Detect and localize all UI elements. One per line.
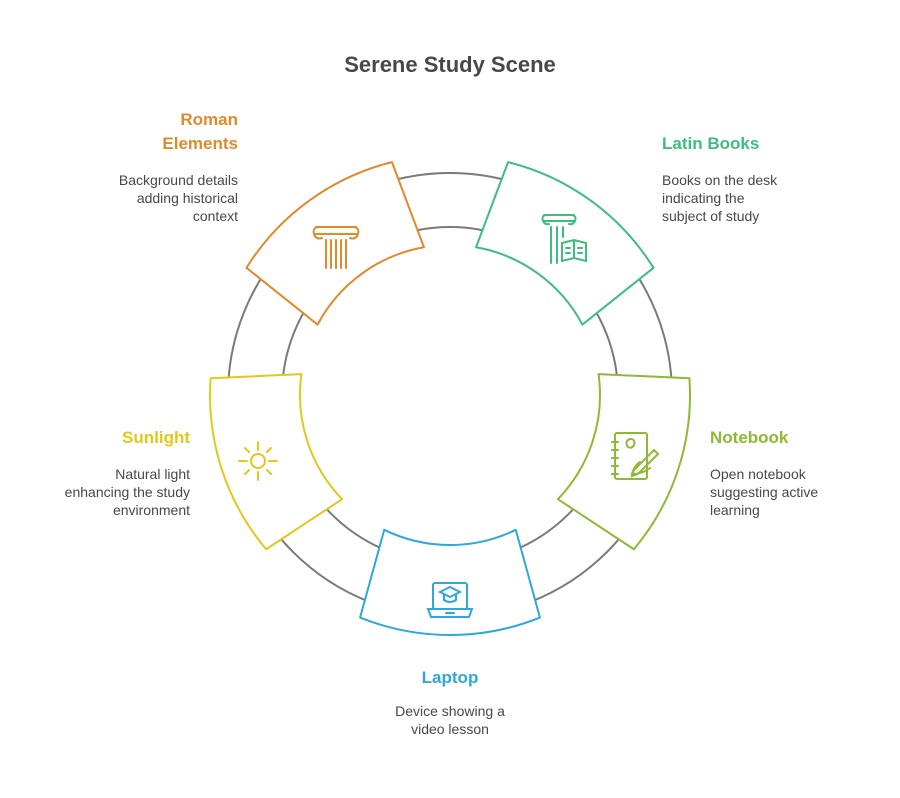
latin-books-label: Latin Books (662, 134, 760, 153)
column-book-icon (541, 214, 587, 264)
latin-books-description: Books on the desk indicating the subject… (662, 171, 862, 225)
ring-segments (209, 161, 691, 636)
laptop-description: Device showing a video lesson (350, 702, 550, 738)
desc-line: Background details (118, 172, 238, 188)
roman-elements-title-1: Roman (180, 110, 238, 129)
desc-line: Open notebook (710, 466, 806, 482)
column-icon (312, 226, 360, 269)
desc-line: context (192, 208, 238, 224)
sun-icon (238, 441, 278, 481)
desc-line: Books on the desk (662, 172, 778, 188)
roman-elements-title-2: Elements (162, 134, 238, 153)
laptop-label: Laptop (421, 668, 479, 687)
laptop-graduation-icon (426, 582, 474, 618)
sunlight-label: Sunlight (122, 428, 190, 447)
segment-notebook (556, 373, 691, 551)
desc-line: suggesting active (710, 484, 819, 500)
roman-elements-label: Roman Elements (100, 108, 238, 156)
sunlight-description: Natural light enhancing the study enviro… (10, 465, 190, 519)
desc-line: enhancing the study (64, 484, 190, 500)
segment-latin (475, 161, 655, 326)
notebook-description: Open notebook suggesting active learning (710, 465, 890, 519)
desc-line: adding historical (136, 190, 238, 206)
desc-line: indicating the (662, 190, 745, 206)
notebook-label: Notebook (710, 428, 789, 447)
desc-line: Device showing a (395, 703, 505, 719)
roman-elements-description: Background details adding historical con… (60, 171, 238, 225)
notebook-pen-icon (611, 432, 660, 480)
desc-line: video lesson (411, 721, 489, 737)
desc-line: subject of study (662, 208, 760, 224)
desc-line: Natural light (115, 466, 190, 482)
desc-line: learning (710, 502, 760, 518)
desc-line: environment (112, 502, 190, 518)
diagram-title: Serene Study Scene (344, 52, 556, 77)
